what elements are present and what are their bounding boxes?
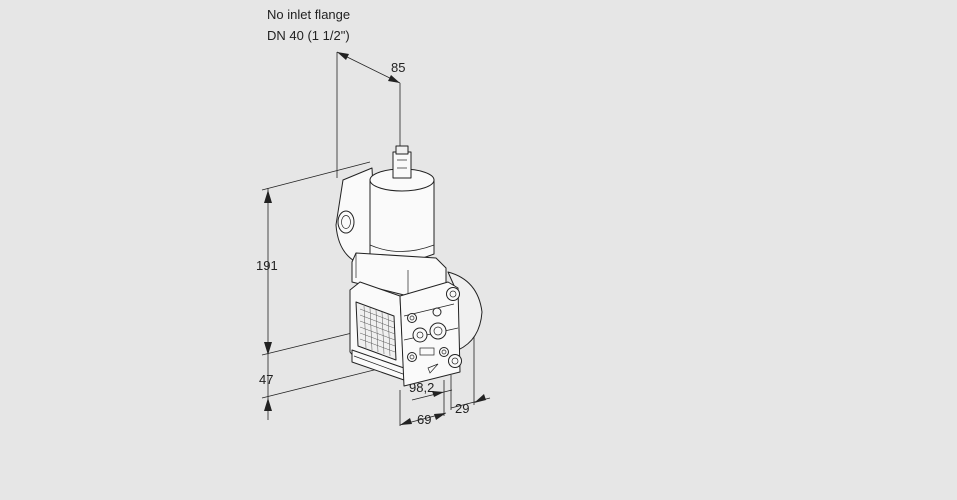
coil-connector	[392, 151, 412, 179]
strainer-mesh	[359, 305, 396, 357]
valve-drawing	[335, 145, 483, 387]
note-line-1: No inlet flange	[267, 7, 350, 22]
front-ports	[407, 287, 462, 374]
dim-85: 85	[391, 60, 405, 75]
dim-98-2: 98,2	[409, 380, 434, 395]
dim-191: 191	[256, 258, 278, 273]
dim-69: 69	[417, 412, 431, 427]
solenoid-coil	[369, 179, 435, 262]
dim-29: 29	[455, 401, 469, 416]
dimension-lines	[261, 51, 491, 426]
note-line-2: DN 40 (1 1/2")	[267, 28, 350, 43]
dim-47: 47	[259, 372, 273, 387]
